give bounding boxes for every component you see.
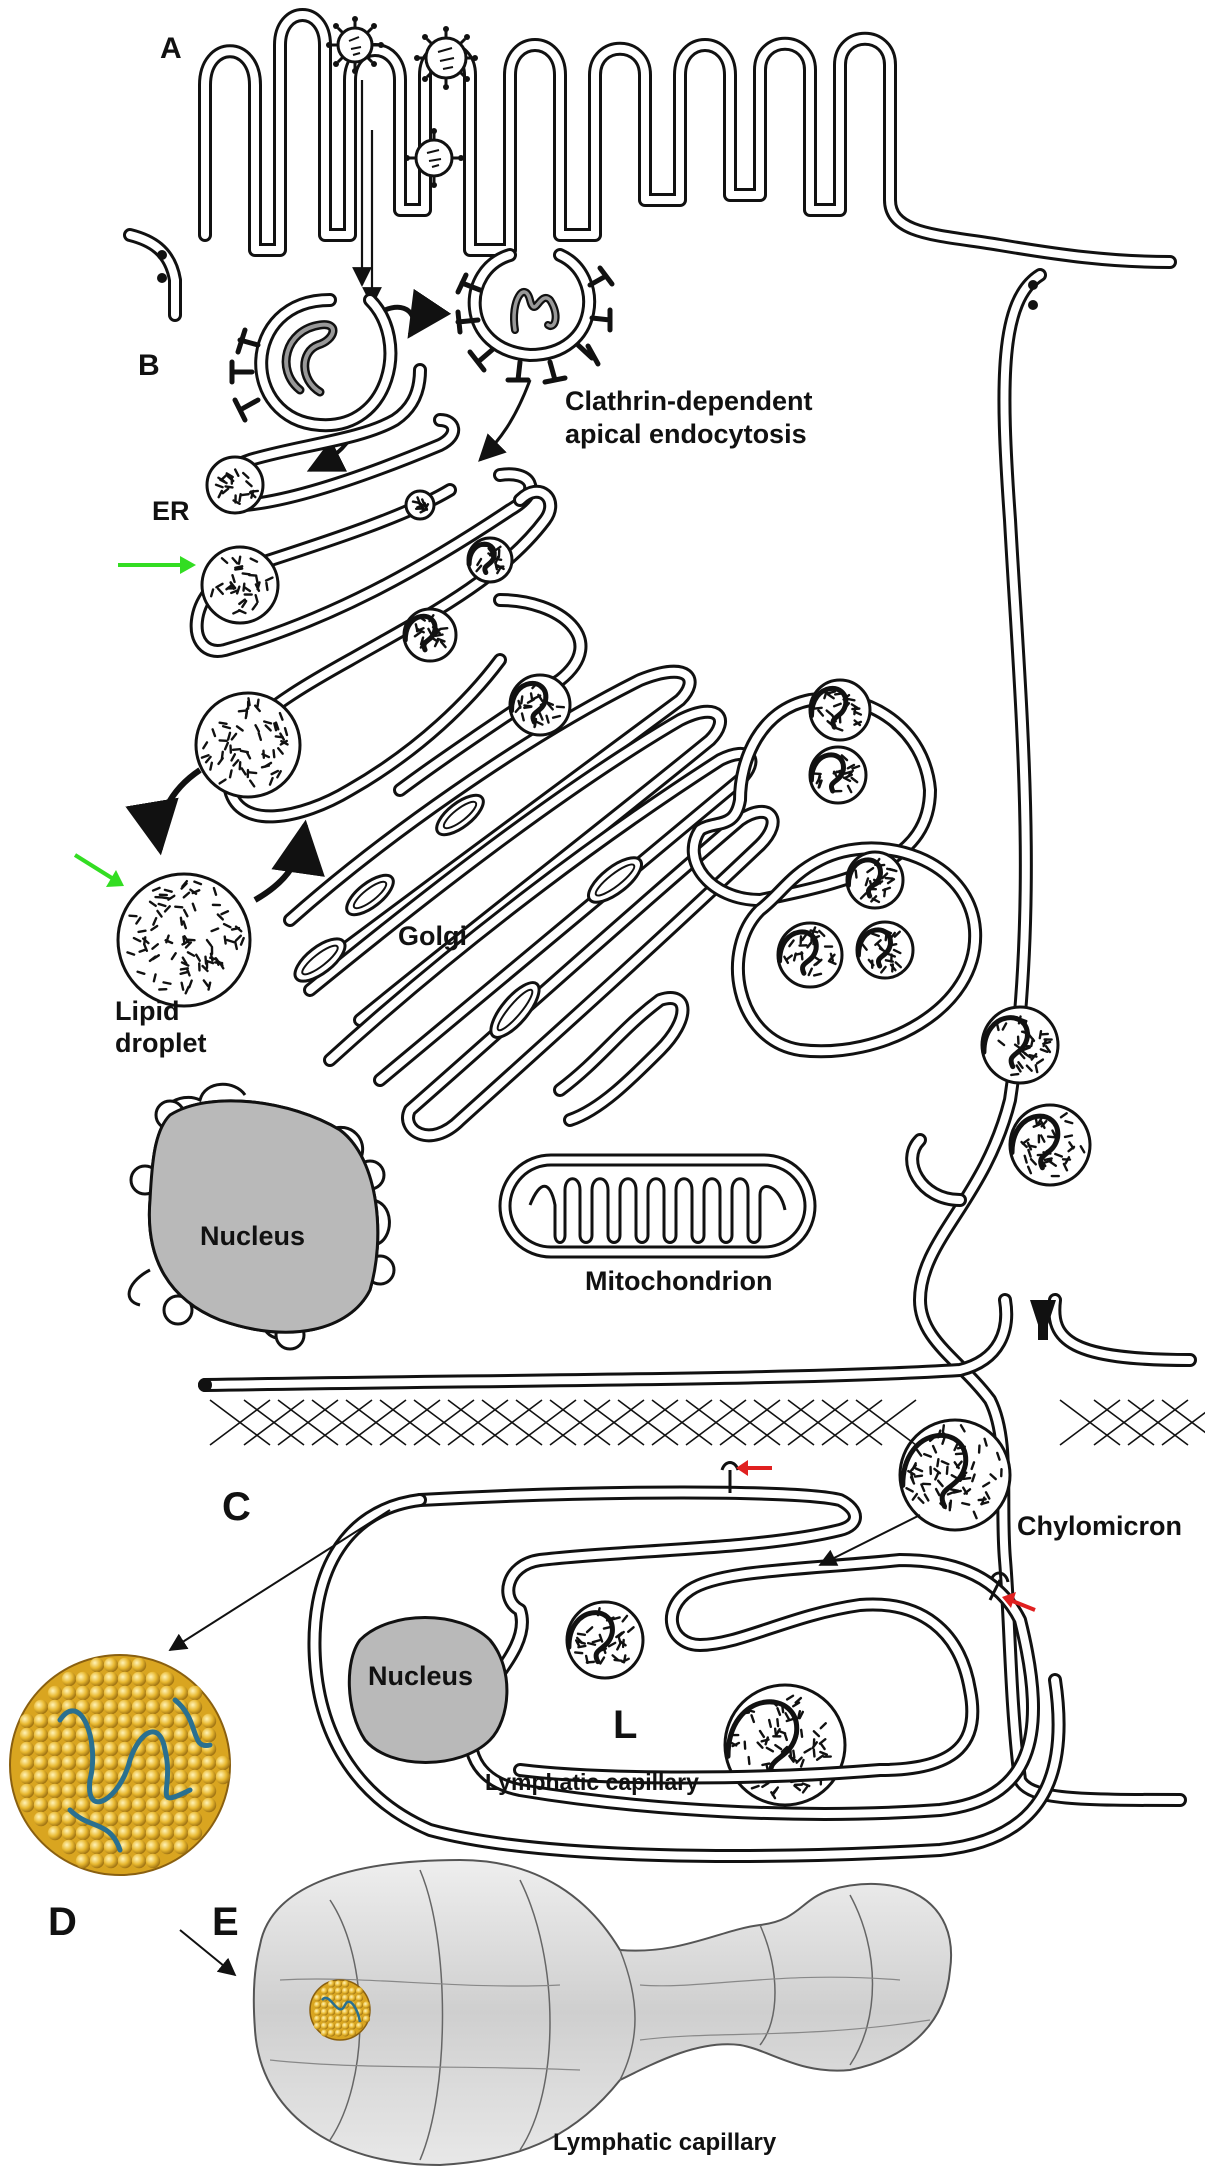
panel-label-a: A xyxy=(160,32,182,65)
green-arrow-icon xyxy=(75,855,124,887)
lipid-droplet-label-2: droplet xyxy=(115,1028,207,1058)
lipid-droplet-label-1: Lipid xyxy=(115,996,179,1026)
chylomicron-label: Chylomicron xyxy=(1017,1511,1182,1541)
endocytosis-label-1: Clathrin-dependent xyxy=(565,386,813,416)
panel-label-b: B xyxy=(138,349,160,382)
lipid-particle xyxy=(404,609,456,661)
lipid-particle xyxy=(725,1685,845,1805)
nucleus-cell xyxy=(129,1084,394,1349)
lipid-particle xyxy=(202,547,278,623)
lymphatic-capillary-label-e: Lymphatic capillary xyxy=(553,2129,777,2156)
er-label: ER xyxy=(152,496,190,526)
lipid-particle xyxy=(982,1007,1058,1083)
lipid-particle xyxy=(778,923,842,987)
lymph-nucleus-label: Nucleus xyxy=(368,1661,473,1691)
lipid-particle xyxy=(900,1420,1010,1530)
lipid-particle xyxy=(847,852,903,908)
lipid-particle xyxy=(567,1602,643,1678)
endocytosis-label-2: apical endocytosis xyxy=(565,419,807,449)
nucleus-label: Nucleus xyxy=(200,1221,305,1251)
endocytic-vesicle-left xyxy=(232,300,390,425)
endocytic-vesicle-right xyxy=(458,255,612,382)
lymphatic-capillary-3d xyxy=(254,1860,951,2165)
lipid-particle xyxy=(207,457,263,513)
virus-icon xyxy=(326,16,384,74)
red-arrow-icon xyxy=(736,1460,772,1476)
panel-label-c: C xyxy=(222,1485,251,1529)
chylomicron-model xyxy=(10,1655,230,1875)
mitochondrion-label: Mitochondrion xyxy=(585,1266,772,1296)
mitochondrion xyxy=(500,1155,815,1257)
golgi-label: Golgi xyxy=(398,921,467,951)
lumen-label: L xyxy=(613,1703,637,1747)
lamina-propria-fibers xyxy=(210,1400,1205,1445)
lipid-particle xyxy=(857,922,913,978)
lipid-particle xyxy=(118,874,250,1006)
lymphatic-capillary-label-c: Lymphatic capillary xyxy=(485,1769,699,1795)
virus-icon xyxy=(404,128,464,188)
lipid-particle xyxy=(810,747,866,803)
green-arrow-icon xyxy=(118,556,196,574)
lipid-particle xyxy=(1010,1105,1090,1185)
lipid-particle xyxy=(810,680,870,740)
lipid-particle xyxy=(468,538,512,582)
uptake-arrows xyxy=(362,80,372,305)
panel-label-d: D xyxy=(48,1900,77,1944)
virus-icon xyxy=(414,26,478,90)
lipid-particle xyxy=(406,491,434,519)
lipid-particle xyxy=(510,675,570,735)
panel-label-e: E xyxy=(212,1900,239,1944)
lipid-particle xyxy=(196,693,300,797)
